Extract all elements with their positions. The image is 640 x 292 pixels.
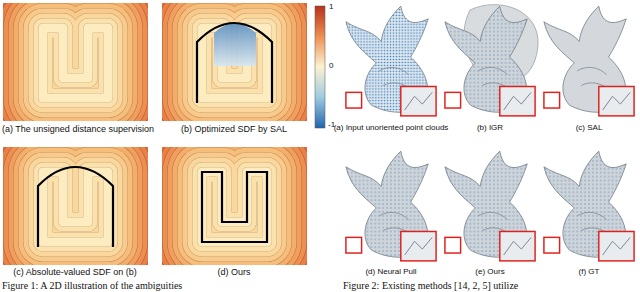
panel-caption: (c) SAL: [576, 124, 603, 133]
panel-c-absolute: [3, 147, 148, 265]
panel-caption: (a) Input unoriented point clouds: [334, 124, 449, 133]
panel-caption: (d) Neural Pull: [365, 268, 416, 277]
panel-caption: (c) Absolute-valued SDF on (b): [13, 268, 137, 278]
panel-caption: (b) IGR: [477, 124, 503, 133]
render-input: [346, 6, 436, 116]
panel-b-sal: [162, 3, 307, 121]
panel-caption: (f) GT: [579, 268, 600, 277]
render-neural-pull: [346, 151, 436, 261]
panel-caption: (e) Ours: [475, 268, 504, 277]
figure-caption: Figure 1: A 2D illustration of the ambig…: [2, 280, 182, 291]
panel-caption: (d) Ours: [217, 268, 250, 278]
render-sal: [544, 6, 634, 116]
panel-caption: (b) Optimized SDF by SAL: [181, 125, 287, 135]
render-ours: [445, 151, 535, 261]
colorbar: [315, 6, 325, 128]
figure-caption: Figure 2: Existing methods [14, 2, 5] ut…: [343, 280, 518, 291]
render-gt: [544, 151, 634, 261]
colorbar-tick: 0: [329, 62, 333, 71]
panel-a-unsigned: [3, 3, 148, 121]
colorbar-tick: 1: [329, 3, 333, 12]
panel-caption: (a) The unsigned distance supervision: [2, 125, 154, 135]
render-igr: [445, 5, 538, 116]
panel-d-ours: [162, 147, 307, 265]
